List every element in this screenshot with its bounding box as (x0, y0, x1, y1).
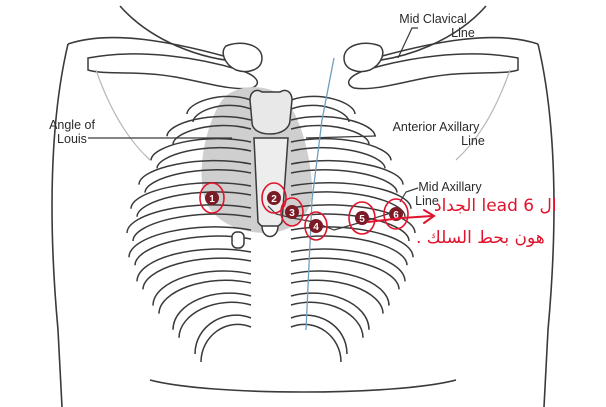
electrode-number: 2 (271, 194, 277, 205)
electrode-number: 5 (359, 214, 365, 225)
label-anterior-axillary-line-1: Anterior Axillary (376, 120, 496, 134)
rib-upper-edge (153, 271, 251, 306)
rib-lower-edge (291, 324, 341, 362)
rib-lower-edge (201, 324, 251, 362)
rib-upper-edge (291, 96, 355, 114)
handwritten-note-line-2: هون بحط السلك . (416, 228, 545, 248)
electrode-number: 3 (289, 208, 295, 219)
label-anterior-axillary-line: Anterior Axillary Line (376, 120, 496, 148)
label-mid-clavical-line-2: Line (438, 26, 488, 40)
electrode-number: 4 (313, 222, 319, 233)
rib-upper-edge (137, 249, 251, 281)
label-angle-of-louis: Angle of Louis (32, 118, 112, 146)
label-anterior-axillary-line-2: Line (450, 134, 496, 148)
clavicles (88, 43, 518, 88)
label-angle-of-louis-1: Angle of (32, 118, 112, 132)
electrode-number: 1 (209, 194, 215, 205)
label-angle-of-louis-2: Louis (32, 132, 112, 146)
label-mid-clavical-line: Mid Clavical Line (378, 12, 488, 40)
rib-upper-edge (291, 271, 389, 306)
rib-lower-edge (291, 105, 349, 122)
handwritten-note-line-1: ال lead 6 الجداد (434, 196, 557, 216)
label-mid-clavical-line-1: Mid Clavical (378, 12, 488, 26)
label-mid-axillary-line-1: Mid Axillary (410, 180, 490, 194)
